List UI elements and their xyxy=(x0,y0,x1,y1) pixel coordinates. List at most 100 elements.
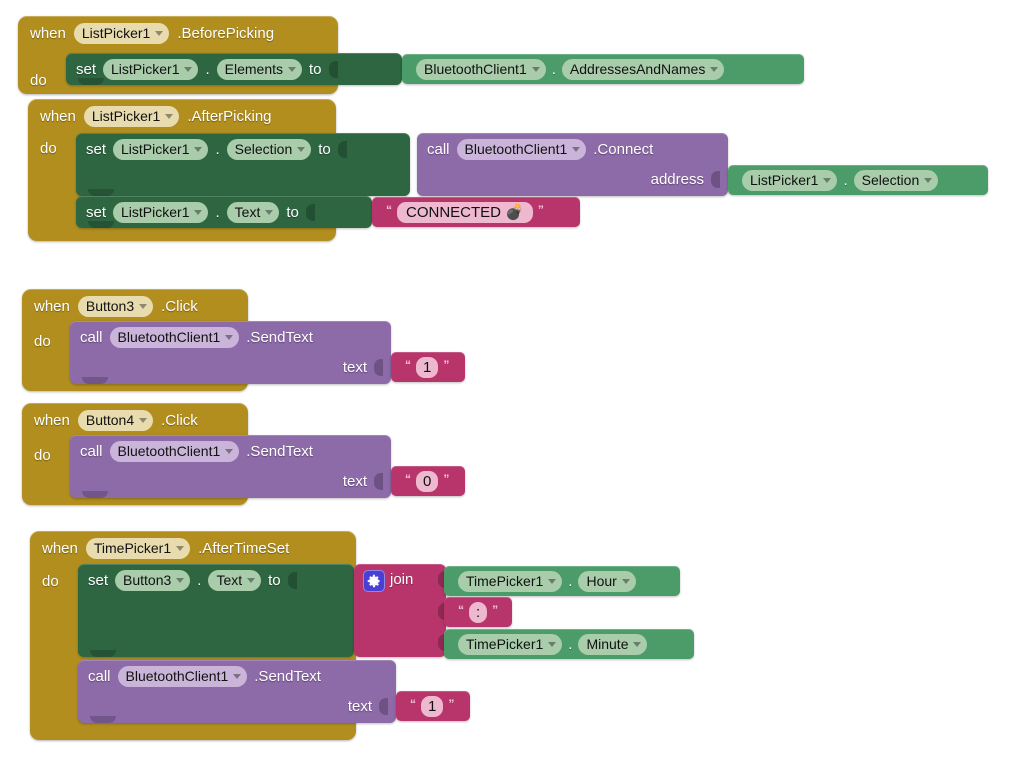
setter-component-dropdown[interactable]: ListPicker1 xyxy=(113,138,209,160)
text-literal-value[interactable]: : xyxy=(469,601,488,623)
setter-block-listpicker1-selection[interactable]: set ListPicker1 . Selection to xyxy=(76,133,410,196)
text-literal-value[interactable]: 1 xyxy=(421,695,444,717)
dot-separator: . xyxy=(215,140,220,158)
getter-property-dropdown[interactable]: Minute xyxy=(578,633,648,655)
event-name-label: .Click xyxy=(161,411,198,429)
value-socket[interactable] xyxy=(305,203,315,221)
getter-property-dropdown[interactable]: Hour xyxy=(578,570,636,592)
setter-property-dropdown[interactable]: Selection xyxy=(226,138,312,160)
setter-component-dropdown[interactable]: Button3 xyxy=(115,569,191,591)
chevron-down-icon[interactable] xyxy=(225,334,234,340)
chevron-down-icon[interactable] xyxy=(139,417,148,423)
chevron-down-icon[interactable] xyxy=(184,66,193,72)
chevron-down-icon[interactable] xyxy=(710,66,719,72)
component-dropdown-listpicker1[interactable]: ListPicker1 xyxy=(83,105,180,127)
argument-label-text: text xyxy=(342,472,367,490)
chevron-down-icon[interactable] xyxy=(548,578,557,584)
text-literal-value[interactable]: 1 xyxy=(416,356,439,378)
setter-property-dropdown[interactable]: Text xyxy=(226,201,280,223)
join-socket-3[interactable] xyxy=(438,634,447,651)
join-socket-1[interactable] xyxy=(438,571,447,588)
call-argument-row-address: address xyxy=(651,164,720,194)
chevron-down-icon[interactable] xyxy=(297,146,306,152)
setter-property-dropdown[interactable]: Text xyxy=(208,569,262,591)
event-header: when TimePicker1 .AfterTimeSet xyxy=(30,531,289,565)
setter-component-dropdown[interactable]: ListPicker1 xyxy=(113,201,209,223)
component-dropdown-timepicker1[interactable]: TimePicker1 xyxy=(85,537,191,559)
chevron-down-icon[interactable] xyxy=(531,66,540,72)
value-socket[interactable] xyxy=(711,170,720,188)
setter-row: set ListPicker1 . Selection to xyxy=(86,132,347,166)
call-argument-row-text: text xyxy=(348,691,388,721)
text-block-one-button3[interactable]: “ 1 ” xyxy=(391,352,465,382)
join-block[interactable]: join xyxy=(354,564,447,657)
setter-property-dropdown[interactable]: Elements xyxy=(216,58,303,80)
getter-property-dropdown[interactable]: Selection xyxy=(853,169,939,191)
value-socket[interactable] xyxy=(287,571,297,589)
chevron-down-icon[interactable] xyxy=(924,177,933,183)
text-block-colon[interactable]: “ : ” xyxy=(444,597,512,627)
value-socket[interactable] xyxy=(328,60,338,78)
getter-component-dropdown[interactable]: TimePicker1 xyxy=(458,633,563,655)
getter-block-timepicker1-hour[interactable]: TimePicker1 . Hour xyxy=(444,566,680,596)
chevron-down-icon[interactable] xyxy=(572,146,581,152)
statement-notch xyxy=(82,377,108,384)
chevron-down-icon[interactable] xyxy=(288,66,297,72)
call-block-bluetoothclient1-connect[interactable]: call BluetoothClient1 .Connect address xyxy=(417,133,728,196)
getter-property-dropdown[interactable]: AddressesAndNames xyxy=(561,58,725,80)
call-component-dropdown[interactable]: BluetoothClient1 xyxy=(117,665,248,687)
setter-block-button3-text[interactable]: set Button3 . Text to xyxy=(78,564,354,657)
getter-block-listpicker1-selection[interactable]: ListPicker1 . Selection xyxy=(728,165,988,195)
chevron-down-icon[interactable] xyxy=(139,303,148,309)
setter-block-listpicker1-elements[interactable]: set ListPicker1 . Elements to xyxy=(66,53,402,85)
call-component-dropdown[interactable]: BluetoothClient1 xyxy=(109,440,240,462)
chevron-down-icon[interactable] xyxy=(194,146,203,152)
setter-component-dropdown[interactable]: ListPicker1 xyxy=(103,58,199,80)
chevron-down-icon[interactable] xyxy=(225,448,234,454)
chevron-down-icon[interactable] xyxy=(633,641,642,647)
text-literal-value[interactable]: 0 xyxy=(416,470,439,492)
setter-block-listpicker1-text[interactable]: set ListPicker1 . Text to xyxy=(76,196,372,228)
value-socket[interactable] xyxy=(374,358,383,376)
value-socket[interactable] xyxy=(337,140,347,158)
getter-block-timepicker1-minute[interactable]: TimePicker1 . Minute xyxy=(444,629,694,659)
chevron-down-icon[interactable] xyxy=(247,577,256,583)
chevron-down-icon[interactable] xyxy=(548,641,557,647)
value-socket[interactable] xyxy=(379,697,388,715)
chevron-down-icon[interactable] xyxy=(176,545,185,551)
text-literal-value[interactable]: CONNECTED 💣 xyxy=(397,201,533,223)
getter-component-dropdown[interactable]: ListPicker1 xyxy=(742,169,838,191)
chevron-down-icon[interactable] xyxy=(265,209,274,215)
component-dropdown-listpicker1[interactable]: ListPicker1 xyxy=(73,22,170,44)
value-socket[interactable] xyxy=(374,472,383,490)
text-block-one-timepicker[interactable]: “ 1 ” xyxy=(396,691,470,721)
text-block-zero-button4[interactable]: “ 0 ” xyxy=(391,466,465,496)
call-block-bluetoothclient1-sendtext-button3[interactable]: call BluetoothClient1 .SendText text xyxy=(70,321,391,384)
gear-icon[interactable] xyxy=(363,570,385,592)
getter-component-dropdown[interactable]: BluetoothClient1 xyxy=(416,58,546,80)
chevron-down-icon[interactable] xyxy=(194,209,203,215)
getter-component-dropdown[interactable]: TimePicker1 xyxy=(458,570,563,592)
call-row: call BluetoothClient1 .SendText xyxy=(80,434,313,468)
component-dropdown-label: Button4 xyxy=(85,412,135,428)
text-block-connected[interactable]: “ CONNECTED 💣 ” xyxy=(372,197,580,227)
call-component-dropdown[interactable]: BluetoothClient1 xyxy=(456,138,587,160)
chevron-down-icon[interactable] xyxy=(823,177,832,183)
chevron-down-icon[interactable] xyxy=(165,113,174,119)
call-block-bluetoothclient1-sendtext-button4[interactable]: call BluetoothClient1 .SendText text xyxy=(70,435,391,498)
statement-notch xyxy=(78,78,104,85)
join-socket-2[interactable] xyxy=(438,603,447,620)
call-component-dropdown[interactable]: BluetoothClient1 xyxy=(109,326,240,348)
getter-block-bluetoothclient1-addressesandnames[interactable]: BluetoothClient1 . AddressesAndNames xyxy=(402,54,804,84)
chevron-down-icon[interactable] xyxy=(176,577,185,583)
chevron-down-icon[interactable] xyxy=(621,578,630,584)
chevron-down-icon[interactable] xyxy=(233,673,242,679)
dot-separator: . xyxy=(215,203,220,221)
event-name-label: .AfterPicking xyxy=(187,107,272,125)
component-dropdown-button4[interactable]: Button4 xyxy=(77,409,154,431)
call-block-bluetoothclient1-sendtext-timepicker[interactable]: call BluetoothClient1 .SendText text xyxy=(78,660,396,723)
chevron-down-icon[interactable] xyxy=(155,30,164,36)
getter-component-label: BluetoothClient1 xyxy=(424,61,527,77)
component-dropdown-button3[interactable]: Button3 xyxy=(77,295,154,317)
